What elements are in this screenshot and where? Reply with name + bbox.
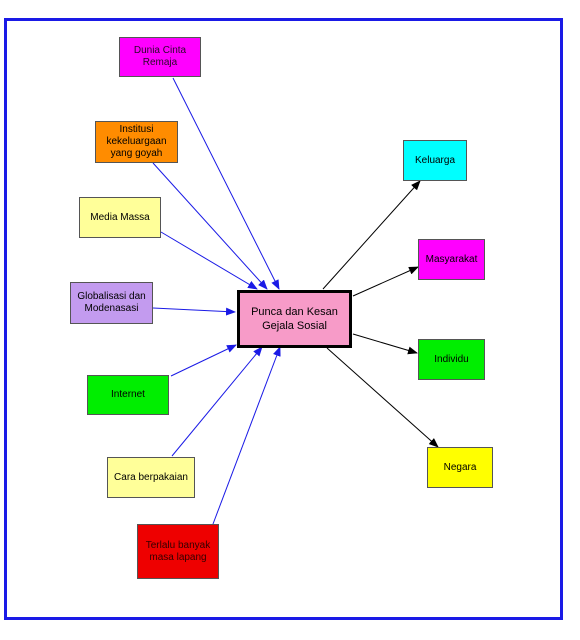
cause-label: Media Massa <box>90 211 150 223</box>
arrow-cause-dunia <box>172 77 280 290</box>
effect-box-keluarga: Keluarga <box>403 140 467 181</box>
effect-label: Masyarakat <box>425 253 478 265</box>
cause-label: Institusi kekeluargaan yang goyah <box>106 124 167 159</box>
arrow-cause-institusi <box>152 162 268 290</box>
cause-box-institusi-kekeluargaan: Institusi kekeluargaan yang goyah <box>95 121 178 163</box>
effect-label: Individu <box>434 353 469 365</box>
cause-box-globalisasi: Globalisasi dan Modenasasi <box>70 282 153 324</box>
effect-box-individu: Individu <box>418 339 485 380</box>
effect-box-masyarakat: Masyarakat <box>418 239 485 280</box>
cause-box-internet: Internet <box>87 375 169 415</box>
cause-box-cara-berpakaian: Cara berpakaian <box>107 457 195 498</box>
cause-label: Cara berpakaian <box>114 471 188 483</box>
arrow-effect-keluarga <box>322 180 421 290</box>
cause-label: Terlalu banyak masa lapang <box>145 539 211 563</box>
effect-box-negara: Negara <box>427 447 493 488</box>
arrow-cause-global <box>152 307 236 316</box>
arrow-cause-internet <box>170 344 237 377</box>
central-topic-box: Punca dan Kesan Gejala Sosial <box>237 290 352 348</box>
effect-label: Keluarga <box>414 154 456 166</box>
effect-label: Negara <box>443 461 477 473</box>
central-topic-label: Punca dan Kesan Gejala Sosial <box>251 306 338 332</box>
arrow-cause-media <box>160 231 258 290</box>
arrow-cause-lapang <box>212 346 281 525</box>
cause-label: Dunia Cinta Remaja <box>133 45 187 68</box>
arrow-effect-individu <box>352 333 418 355</box>
arrow-effect-masyarakat <box>352 266 419 297</box>
cause-box-media-massa: Media Massa <box>79 197 161 238</box>
arrow-effect-negara <box>326 347 439 448</box>
cause-box-masa-lapang: Terlalu banyak masa lapang <box>137 524 219 579</box>
diagram-frame <box>4 18 563 620</box>
cause-label: Globalisasi dan Modenasasi <box>77 291 146 314</box>
cause-label: Internet <box>111 389 145 400</box>
arrow-cause-pakaian <box>171 346 263 457</box>
cause-box-dunia-cinta-remaja: Dunia Cinta Remaja <box>119 37 201 77</box>
